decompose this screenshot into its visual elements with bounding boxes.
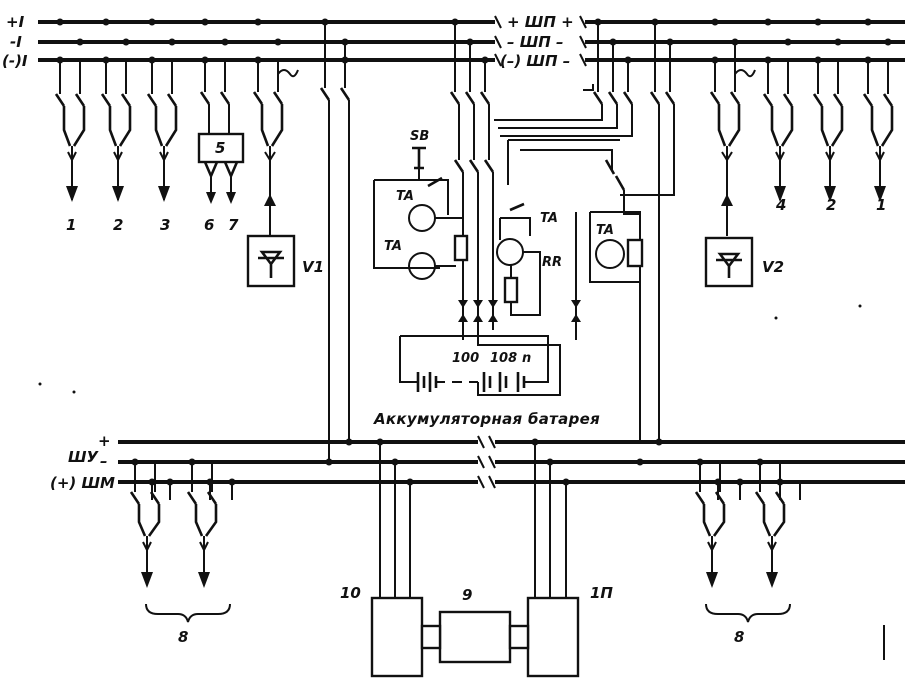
lower-bus-group: [118, 435, 905, 489]
feeder-2: [100, 58, 132, 204]
brace-left: [145, 603, 231, 623]
rr-group: [496, 202, 541, 316]
battery-fuses: [458, 212, 581, 340]
group-8-right: 8: [734, 628, 744, 646]
sb-label: SB: [410, 129, 429, 144]
box-5: [197, 132, 245, 164]
feeder-label-2: 2: [113, 216, 123, 234]
cell-label-100: 100: [452, 351, 479, 366]
bus-label-plus-1: +I: [6, 13, 25, 31]
feeder-label-7: 7: [228, 216, 239, 234]
rectifier-v1: [246, 234, 296, 288]
feeder-label-4: 4: [775, 196, 786, 214]
rectifier-v2: [704, 236, 754, 288]
ta-right-group: [589, 211, 644, 440]
bus-label-minus-1: -I: [10, 33, 22, 51]
bus-label-shu-plus: +: [98, 432, 111, 450]
sb-ta-group: [373, 146, 469, 280]
ta-label-2: TA: [384, 239, 402, 254]
brace-right: [705, 603, 791, 623]
lower-feeders-right: [694, 460, 801, 588]
feeder-label-3: 3: [160, 216, 170, 234]
bus-label-neg-1: (-)I: [2, 52, 28, 70]
feeder-box-5: [197, 60, 245, 204]
feeder-label-6: 6: [204, 216, 214, 234]
rectifier-v2-label: V2: [762, 258, 784, 276]
bus-label-shm: (+) ШМ: [50, 474, 115, 492]
bus-label-shp-plus: + ШП +: [507, 13, 574, 31]
battery-title: Аккумуляторная батарея: [373, 410, 600, 428]
feeder-2r: [812, 58, 844, 204]
central-switchgear: [449, 22, 676, 440]
machine-group: [370, 442, 580, 678]
box-5-label: 5: [215, 139, 225, 157]
rr-label: RR: [542, 255, 562, 270]
ta-label-4: TA: [596, 223, 614, 238]
group-8-left: 8: [178, 628, 188, 646]
machine-10-label: 10: [340, 584, 361, 602]
feeder-v2: [704, 42, 756, 288]
bus-label-shp-neg: (–) ШП –: [500, 52, 570, 70]
feeder-label-2r: 2: [826, 196, 836, 214]
feeder-label-1: 1: [66, 216, 76, 234]
machine-9: [438, 610, 512, 664]
bus-label-shp-minus: – ШП –: [507, 33, 564, 51]
feeder-1r: [862, 58, 894, 204]
scan-specks: [38, 304, 885, 660]
ta-label-1: TA: [396, 189, 414, 204]
feeder-1: [54, 58, 86, 204]
machine-11-label: 1П: [590, 584, 613, 602]
feeder-v1: [246, 60, 299, 288]
machine-11: [526, 596, 580, 678]
cell-label-n: n: [522, 351, 531, 366]
battery: [399, 330, 561, 396]
tie-line-left: [319, 22, 351, 460]
bus-label-shu-minus: –: [100, 452, 108, 470]
cell-label-108: 108: [490, 351, 517, 366]
rectifier-v1-label: V1: [302, 258, 324, 276]
ta-label-3: TA: [540, 211, 558, 226]
bus-label-shu: ШУ: [68, 448, 100, 466]
lower-feeders-left: [129, 460, 233, 588]
machine-9-label: 9: [462, 586, 472, 604]
machine-10: [370, 596, 424, 678]
feeder-4: [762, 58, 794, 204]
feeder-3: [146, 58, 178, 204]
feeder-label-1r: 1: [876, 196, 886, 214]
top-bus-group: [38, 15, 905, 67]
